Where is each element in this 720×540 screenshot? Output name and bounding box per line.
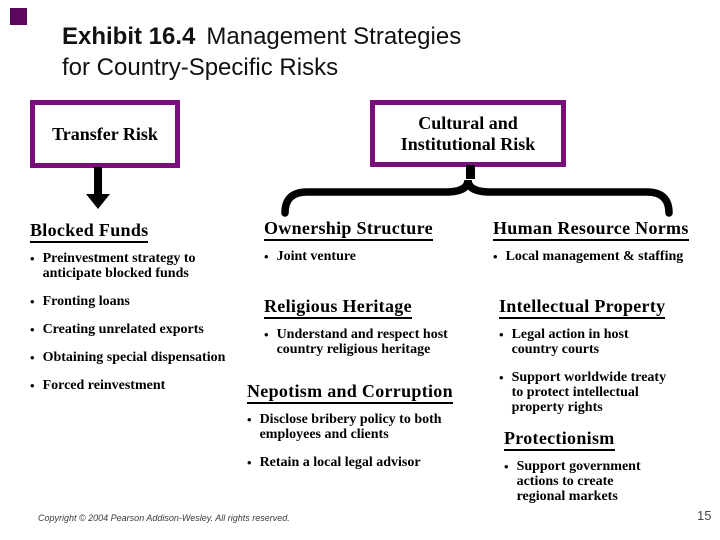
title-line-2: for Country-Specific Risks — [62, 54, 339, 81]
title-exhibit-number: Exhibit 16.4 — [62, 23, 196, 50]
down-arrow-icon — [86, 167, 110, 209]
section-title: Religious Heritage — [264, 296, 412, 319]
bullet-item: • Understand and respect host country rel… — [264, 327, 448, 357]
bullet-text: Understand and respect host country reli… — [276, 327, 448, 357]
bullet-list: • Joint venture — [264, 249, 433, 264]
section-title: Intellectual Property — [499, 296, 666, 319]
bullet-list: • Support government actions to create re… — [504, 459, 641, 504]
cultural-risk-label: Cultural and Institutional Risk — [400, 112, 536, 154]
transfer-risk-box: Transfer Risk — [30, 100, 180, 168]
footer-copyright: Copyright © 2004 Pearson Addison-Wesley.… — [38, 513, 290, 523]
bullet-text: Obtaining special dispensation — [42, 350, 226, 365]
section-title: Human Resource Norms — [493, 218, 689, 241]
section-title: Blocked Funds — [30, 220, 149, 243]
section-protectionism: Protectionism • Support government action… — [504, 428, 641, 517]
section-religious-heritage: Religious Heritage • Understand and respe… — [264, 296, 448, 370]
bullet-text: Retain a local legal advisor — [259, 455, 421, 470]
title-line-1: Exhibit 16.4 Management Strategies — [62, 21, 461, 52]
bullet-dot: • — [499, 327, 504, 342]
bullet-text: Forced reinvestment — [42, 378, 166, 393]
bullet-dot: • — [264, 327, 269, 342]
bullet-dot: • — [493, 249, 498, 264]
section-ownership-structure: Ownership Structure • Joint venture — [264, 218, 433, 277]
bullet-text: Fronting loans — [42, 294, 130, 309]
box-brace-tick — [466, 165, 475, 179]
bullet-item: • Disclose bribery policy to both employe… — [247, 412, 453, 442]
bullet-item: • Retain a local legal advisor — [247, 455, 453, 470]
section-title: Ownership Structure — [264, 218, 433, 241]
section-intellectual-property: Intellectual Property • Legal action in h… — [499, 296, 666, 428]
page-number: 15 — [697, 508, 712, 523]
bullet-dot: • — [30, 322, 35, 337]
title-text: Management Strategies — [206, 23, 462, 50]
section-title: Nepotism and Corruption — [247, 381, 453, 404]
bullet-text: Preinvestment strategy to anticipate blo… — [42, 251, 196, 281]
bullet-item: • Support worldwide treaty to protect int… — [499, 370, 666, 415]
bullet-dot: • — [504, 459, 509, 474]
bullet-list: • Preinvestment strategy to anticipate bl… — [30, 251, 225, 393]
bullet-dot: • — [30, 378, 35, 393]
brace-connector-icon — [281, 179, 673, 217]
section-nepotism-corruption: Nepotism and Corruption • Disclose briber… — [247, 381, 453, 483]
bullet-item: • Obtaining special dispensation — [30, 350, 225, 365]
bullet-dot: • — [247, 412, 252, 427]
section-blocked-funds: Blocked Funds • Preinvestment strategy to… — [30, 220, 225, 406]
transfer-risk-label: Transfer Risk — [52, 123, 158, 144]
bullet-item: • Fronting loans — [30, 294, 225, 309]
bullet-list: • Disclose bribery policy to both employe… — [247, 412, 453, 470]
bullet-item: • Local management & staffing — [493, 249, 689, 264]
bullet-text: Support worldwide treaty to protect inte… — [511, 370, 667, 415]
bullet-dot: • — [264, 249, 269, 264]
bullet-text: Creating unrelated exports — [42, 322, 204, 337]
slide-title: Exhibit 16.4 Management Strategies for Co… — [62, 21, 461, 83]
bullet-item: • Legal action in host country courts — [499, 327, 666, 357]
bullet-dot: • — [30, 350, 35, 365]
bullet-text: Local management & staffing — [505, 249, 684, 264]
bullet-item: • Joint venture — [264, 249, 433, 264]
bullet-list: • Local management & staffing — [493, 249, 689, 264]
bullet-list: • Legal action in host country courts • Sup… — [499, 327, 666, 415]
bullet-text: Joint venture — [276, 249, 357, 264]
section-title: Protectionism — [504, 428, 615, 451]
slide-logo-square — [10, 8, 27, 25]
bullet-item: • Support government actions to create re… — [504, 459, 641, 504]
section-human-resource-norms: Human Resource Norms • Local management &… — [493, 218, 689, 277]
bullet-item: • Creating unrelated exports — [30, 322, 225, 337]
bullet-dot: • — [247, 455, 252, 470]
bullet-item: • Forced reinvestment — [30, 378, 225, 393]
cultural-risk-box: Cultural and Institutional Risk — [370, 100, 566, 167]
bullet-text: Legal action in host country courts — [511, 327, 629, 357]
bullet-dot: • — [30, 251, 35, 266]
bullet-list: • Understand and respect host country rel… — [264, 327, 448, 357]
bullet-dot: • — [30, 294, 35, 309]
bullet-text: Disclose bribery policy to both employee… — [259, 412, 442, 442]
bullet-item: • Preinvestment strategy to anticipate bl… — [30, 251, 225, 281]
bullet-text: Support government actions to create reg… — [516, 459, 641, 504]
bullet-dot: • — [499, 370, 504, 385]
